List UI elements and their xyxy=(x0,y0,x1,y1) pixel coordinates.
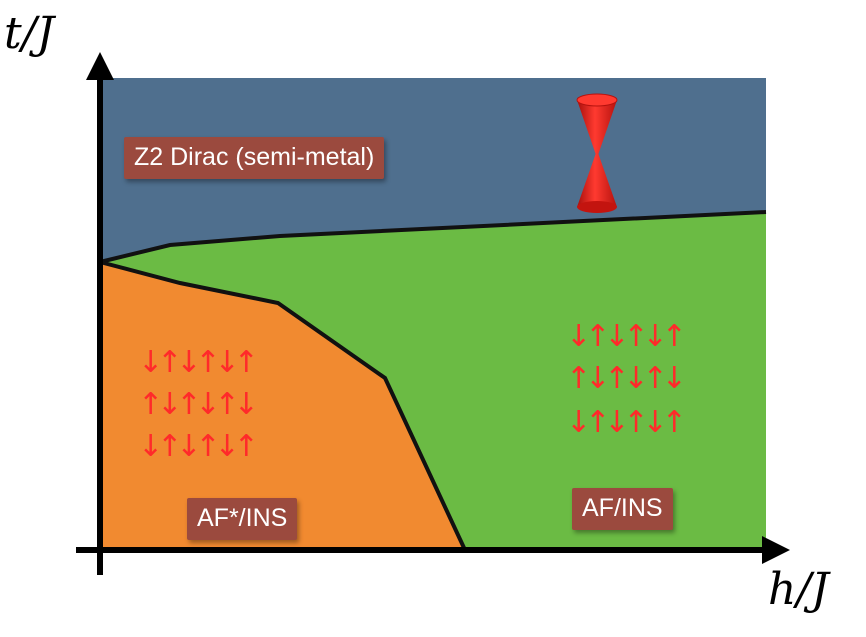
spin-row: ↑↓↑↓↑↓ xyxy=(566,361,687,396)
spin-row: ↓↑↓↑↓↑ xyxy=(138,345,259,380)
region-af xyxy=(100,212,766,550)
region-af-star xyxy=(100,262,465,550)
y-axis-label: t/J xyxy=(4,8,55,59)
spin-row: ↓↑↓↑↓↑ xyxy=(566,319,687,354)
x-axis-label: h/J xyxy=(768,564,829,615)
boundary-dirac-af xyxy=(99,210,767,264)
boundary-afstar-af xyxy=(99,260,467,551)
spin-row: ↓↑↓↑↓↑ xyxy=(138,429,259,464)
dirac-cone-icon xyxy=(576,93,618,213)
spin-row: ↑↓↑↓↑↓ xyxy=(138,387,259,422)
y-axis-arrow-icon xyxy=(86,52,114,80)
region-label-af-star: AF*/INS xyxy=(187,498,298,540)
x-axis-arrow-icon xyxy=(762,536,790,564)
region-label-dirac: Z2 Dirac (semi-metal) xyxy=(124,137,385,179)
spin-row: ↓↑↓↑↓↑ xyxy=(566,405,687,440)
region-label-af: AF/INS xyxy=(572,488,673,530)
